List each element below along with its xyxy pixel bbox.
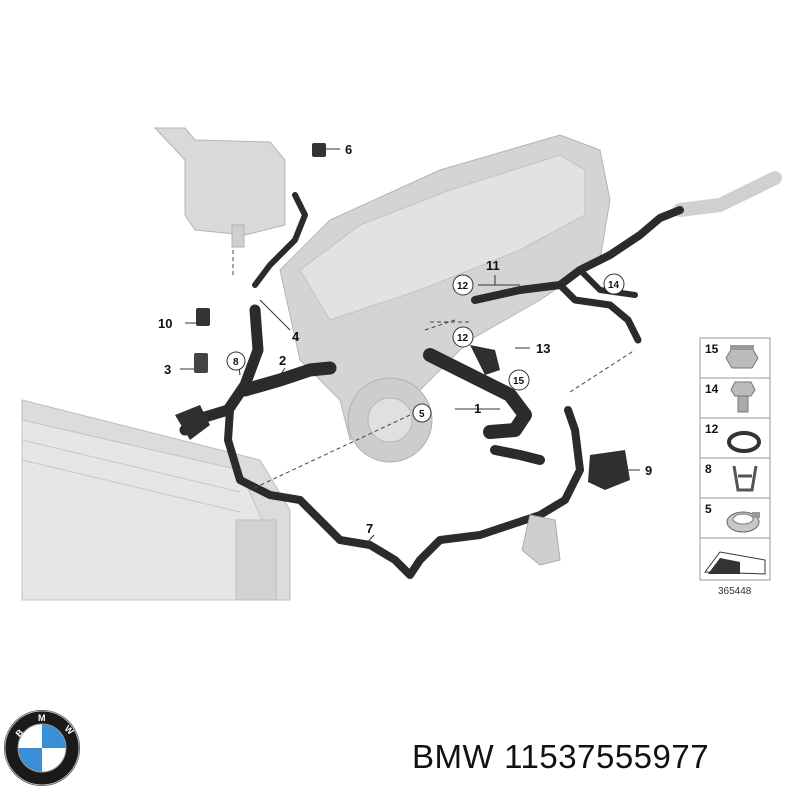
bleed-screw: [312, 143, 326, 157]
callout-8: 8: [233, 357, 239, 368]
sensor-part-3: [194, 353, 208, 373]
callout-12a: 12: [457, 281, 469, 292]
callout-9: 9: [645, 463, 652, 478]
callout-2: 2: [279, 353, 286, 368]
legend-number: 12: [705, 422, 719, 436]
callout-6: 6: [345, 142, 352, 157]
engine-block: [279, 134, 611, 463]
callout-13: 13: [536, 341, 550, 356]
callout-12b: 12: [457, 333, 469, 344]
callout-15: 15: [513, 376, 525, 387]
bmw-logo: B M W: [4, 710, 80, 786]
callout-15-circle: [508, 369, 530, 391]
parts-legend: 15 14 12 8 5 365448: [699, 337, 771, 597]
hoses: [179, 192, 684, 579]
hose-connector: [175, 405, 210, 440]
bolt-icon: [730, 381, 756, 413]
legend-number: 5: [705, 502, 712, 516]
hose-clamp-icon: [726, 511, 760, 533]
part-number: 11537555977: [504, 738, 710, 775]
components: [175, 143, 630, 566]
temperature-sensor: [196, 308, 210, 326]
legend-number: 8: [705, 462, 712, 476]
callout-3: 3: [164, 362, 171, 377]
cooling-system-diagram: 1 2 3 4 5 6 7 8 9 10 11 12 12 13 14 15 1…: [21, 127, 782, 601]
callout-12b-circle: [452, 326, 474, 348]
callout-5: 5: [419, 409, 425, 420]
legend-number: 14: [705, 382, 719, 396]
callout-7: 7: [366, 521, 373, 536]
callout-5-circle: [412, 403, 432, 423]
logo-letter: M: [38, 713, 46, 723]
legend-number: 15: [705, 342, 719, 356]
callout-12a-circle: [452, 274, 474, 296]
clip-icon: [732, 465, 758, 492]
expansion-tank: [153, 127, 286, 248]
callout-14-circle: [603, 273, 625, 295]
leader-lines: [180, 148, 640, 546]
callout-11: 11: [486, 258, 500, 273]
brand-name: BMW: [412, 738, 495, 775]
o-ring-icon: [727, 431, 761, 453]
callout-1: 1: [474, 401, 481, 416]
diagram-arrow-icon: [704, 551, 766, 575]
radiator: [21, 399, 291, 601]
callout-10: 10: [158, 316, 172, 331]
callouts: 1 2 3 4 5 6 7 8 9 10 11 12 12 13 14 15: [158, 142, 652, 536]
auxiliary-pump: [521, 514, 561, 566]
hose-bracket: [588, 450, 630, 490]
dashed-lines: [232, 250, 636, 491]
callout-14: 14: [608, 280, 620, 291]
callout-4: 4: [292, 329, 300, 344]
callout-8-circle: [226, 351, 246, 371]
hose-flange: [470, 345, 500, 375]
nut-icon: [725, 345, 759, 369]
diagram-code: 365448: [718, 586, 752, 597]
upper-pipe: [673, 171, 782, 217]
